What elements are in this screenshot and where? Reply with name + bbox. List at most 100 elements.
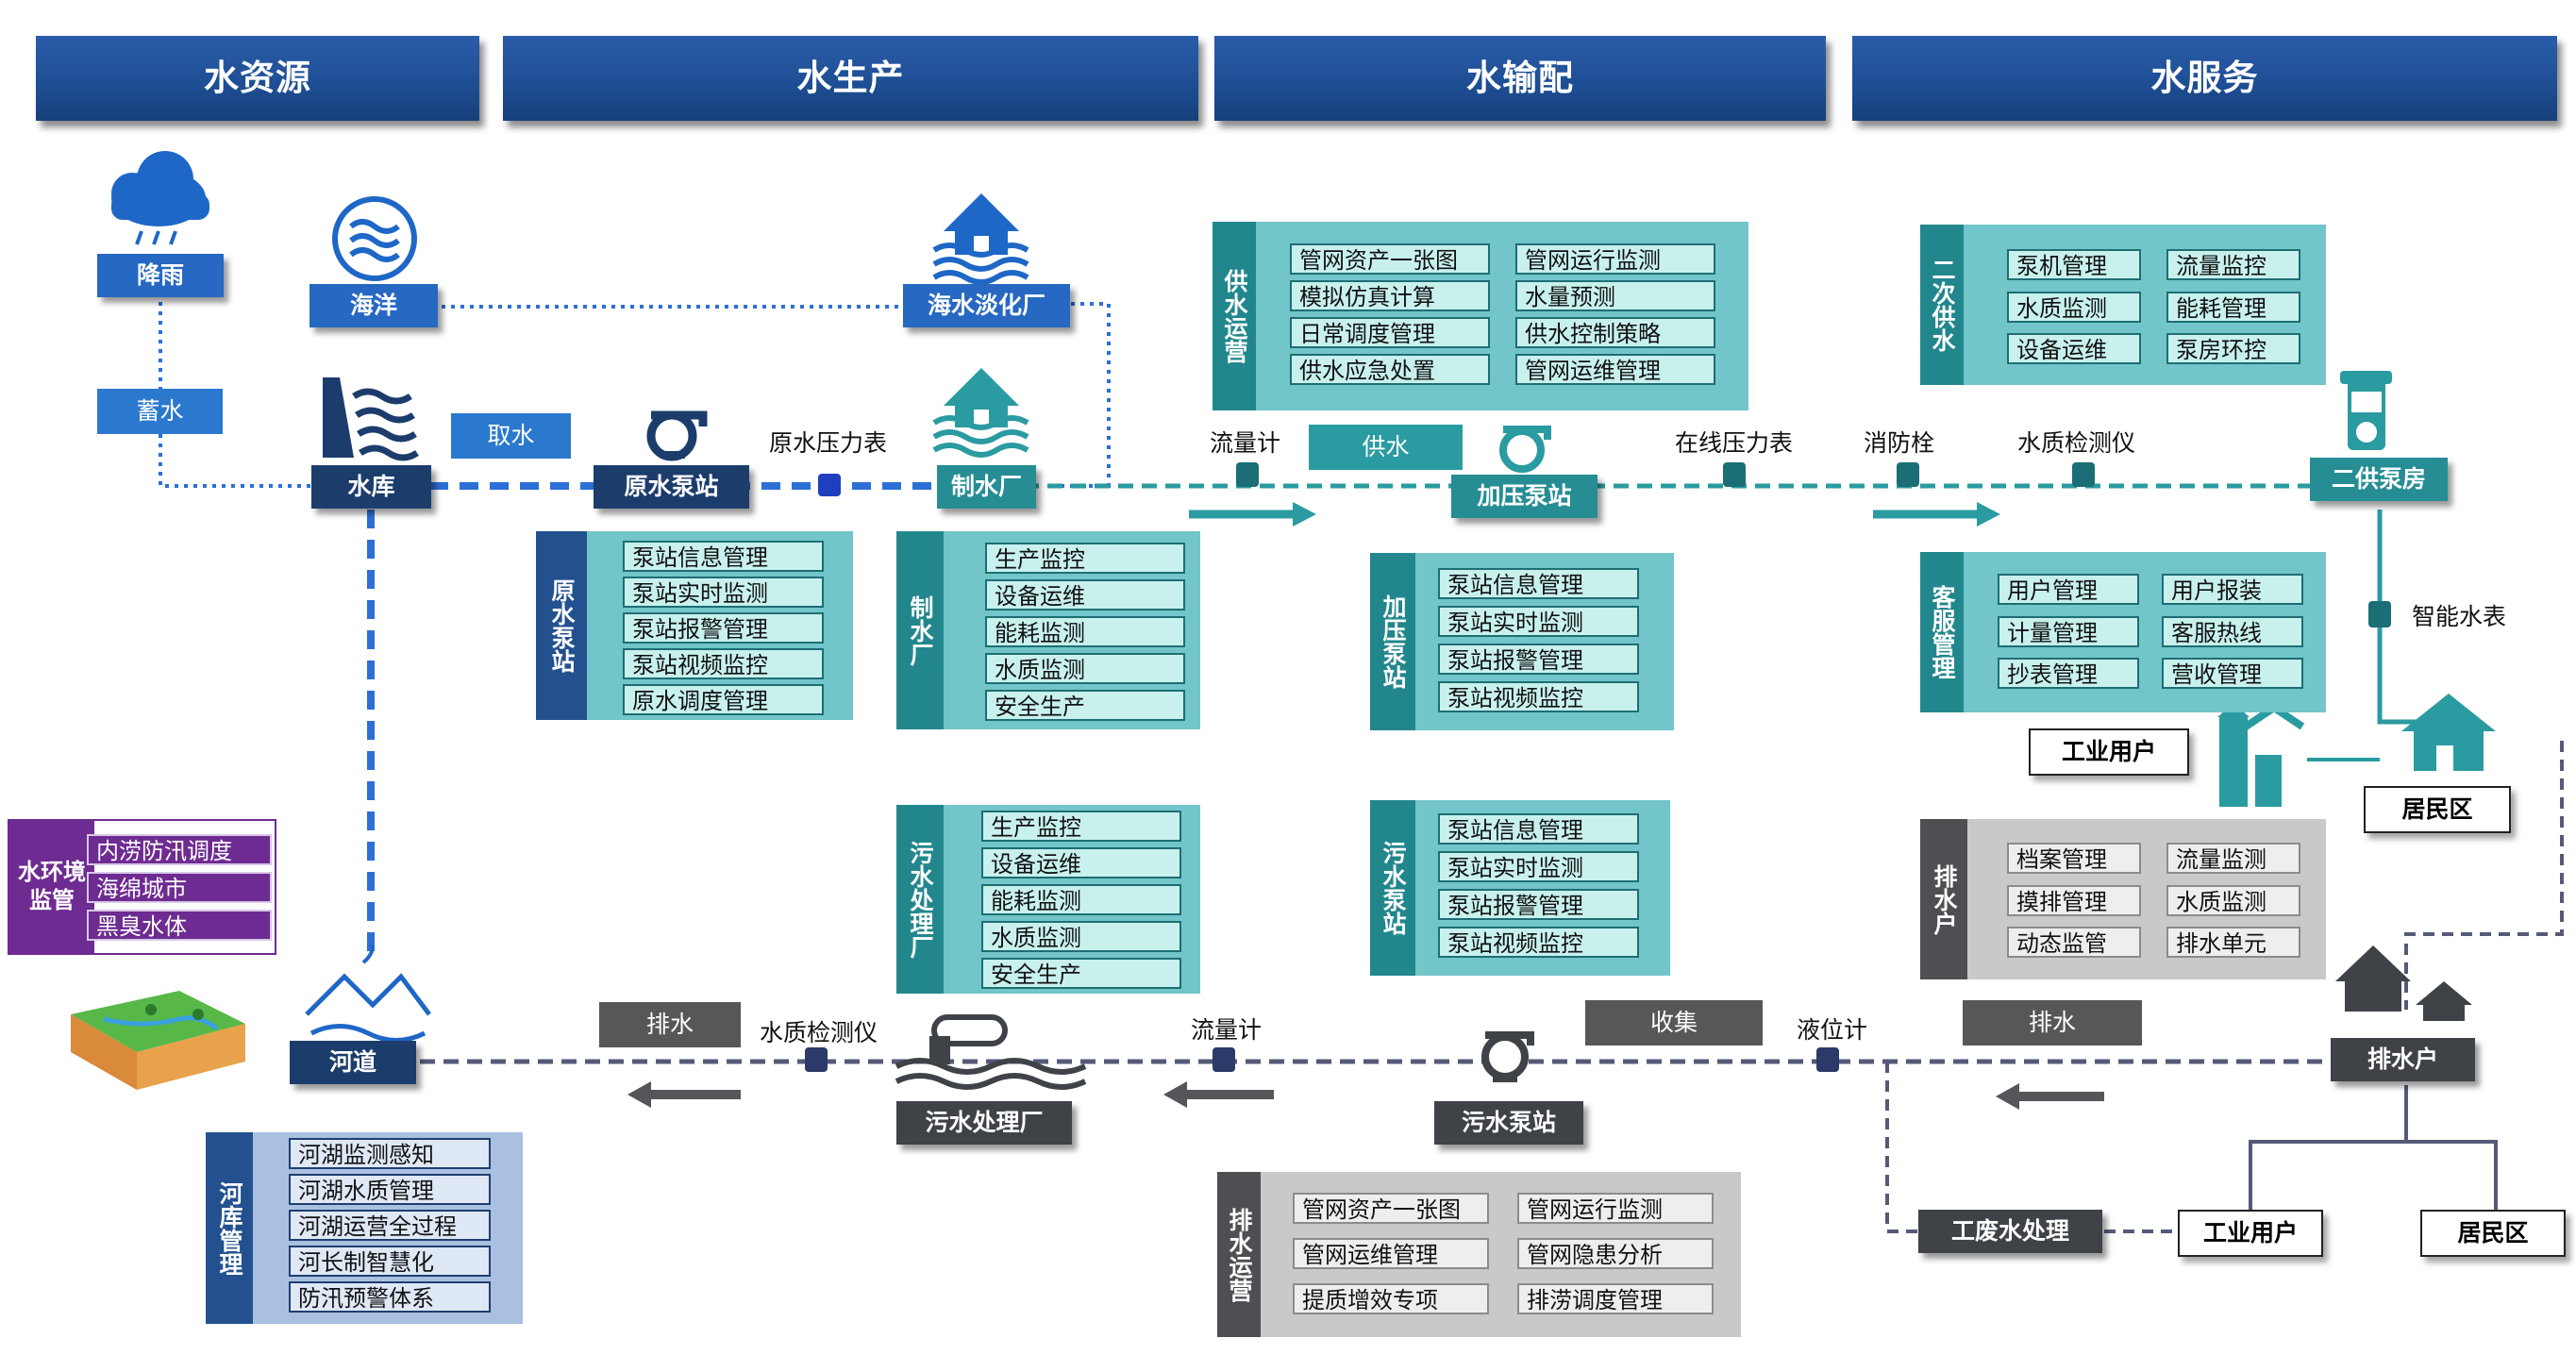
panel-item[interactable]: 水量预测 (1515, 280, 1715, 311)
panel-item[interactable]: 摸排管理 (2007, 885, 2141, 916)
panel-item[interactable]: 水质监测 (2007, 292, 2141, 323)
reservoir-dam-icon (323, 377, 419, 461)
panel-item[interactable]: 管网运维管理 (1515, 354, 1715, 385)
panel-item[interactable]: 管网运行监测 (1517, 1193, 1714, 1224)
rain-cloud-icon (111, 151, 209, 245)
panel-item[interactable]: 安全生产 (985, 690, 1185, 721)
panel-side-title: 污水泵站 (1370, 800, 1415, 976)
node-water-plant[interactable]: 制水厂 (937, 465, 1036, 509)
panel-item[interactable]: 泵站报警管理 (1438, 644, 1639, 675)
panel-item[interactable]: 流量监测 (2166, 843, 2300, 874)
panel-side-title: 供水运营 (1213, 222, 1256, 410)
label-flowmeter-bottom: 流量计 (1191, 1017, 1263, 1044)
panel-item[interactable]: 泵站实时监测 (1438, 851, 1639, 882)
panel-item[interactable]: 抄表管理 (1998, 658, 2139, 689)
node-industrial-waste-treatment[interactable]: 工废水处理 (1918, 1210, 2102, 1253)
panel-item[interactable]: 能耗监测 (981, 884, 1181, 915)
panel-side-title: 制水厂 (896, 531, 944, 729)
panel-item[interactable]: 流量监控 (2166, 249, 2300, 280)
panel-item[interactable]: 档案管理 (2007, 843, 2141, 874)
node-booster-pump-station[interactable]: 加压泵站 (1451, 475, 1597, 518)
panel-item[interactable]: 供水应急处置 (1290, 354, 1490, 385)
panel-item[interactable]: 泵站实时监测 (623, 577, 824, 608)
panel-drainage-household: 排水户 档案管理 流量监测 摸排管理 水质监测 动态监管 排水单元 (1920, 819, 2326, 979)
panel-item[interactable]: 能耗监测 (985, 616, 1185, 647)
panel-item[interactable]: 泵站报警管理 (623, 612, 824, 644)
panel-item[interactable]: 泵机管理 (2007, 249, 2141, 280)
panel-item[interactable]: 水质监测 (981, 921, 1181, 952)
panel-item[interactable]: 内涝防汛调度 (87, 834, 272, 865)
panel-item[interactable]: 泵站信息管理 (1438, 568, 1639, 599)
panel-item[interactable]: 泵站视频监控 (623, 648, 824, 679)
panel-side-title: 原水泵站 (536, 531, 587, 720)
panel-sewage-plant: 污水处理厂 生产监控 设备运维 能耗监测 水质监测 安全生产 (896, 805, 1200, 994)
panel-item[interactable]: 河湖运营全过程 (289, 1210, 491, 1241)
panel-item[interactable]: 泵站信息管理 (1438, 813, 1639, 845)
panel-item[interactable]: 安全生产 (981, 958, 1181, 989)
panel-item[interactable]: 管网运维管理 (1293, 1238, 1489, 1269)
panel-item[interactable]: 设备运维 (2007, 333, 2141, 364)
panel-item[interactable]: 设备运维 (985, 579, 1185, 611)
node-secondary-pump-room[interactable]: 二供泵房 (2310, 458, 2448, 501)
header-water-distribution: 水输配 (1214, 36, 1826, 121)
node-industrial-user[interactable]: 工业用户 (2029, 728, 2189, 776)
panel-item[interactable]: 黑臭水体 (87, 910, 272, 941)
panel-item[interactable]: 河湖水质管理 (289, 1174, 491, 1205)
panel-item[interactable]: 能耗管理 (2166, 292, 2300, 323)
panel-customer-service: 客服管理 用户管理 用户报装 计量管理 客服热线 抄表管理 营收管理 (1920, 552, 2326, 712)
panel-item[interactable]: 河长制智慧化 (289, 1246, 491, 1277)
panel-item[interactable]: 泵站报警管理 (1438, 889, 1639, 920)
panel-item[interactable]: 计量管理 (1998, 616, 2139, 647)
panel-item[interactable]: 用户管理 (1998, 574, 2139, 605)
panel-item[interactable]: 泵站信息管理 (623, 541, 824, 572)
panel-item[interactable]: 供水控制策略 (1515, 317, 1715, 348)
panel-item[interactable]: 设备运维 (981, 847, 1181, 878)
panel-drainage-operations: 排水运营 管网资产一张图 管网运行监测 管网运维管理 管网隐患分析 提质增效专项… (1217, 1172, 1741, 1337)
node-sewage-pump-station[interactable]: 污水泵站 (1434, 1101, 1583, 1145)
node-raw-pump-station[interactable]: 原水泵站 (594, 465, 749, 509)
panel-item[interactable]: 泵站视频监控 (1438, 681, 1639, 712)
node-river[interactable]: 河道 (290, 1041, 416, 1084)
panel-item[interactable]: 海绵城市 (87, 872, 272, 903)
panel-item[interactable]: 泵房环控 (2166, 333, 2300, 364)
panel-item[interactable]: 客服热线 (2162, 616, 2303, 647)
node-desal[interactable]: 海水淡化厂 (903, 284, 1070, 327)
panel-item[interactable]: 动态监管 (2007, 927, 2141, 958)
tag-intake: 取水 (451, 413, 571, 459)
panel-item[interactable]: 管网隐患分析 (1517, 1238, 1714, 1269)
node-ocean[interactable]: 海洋 (309, 284, 438, 327)
panel-item[interactable]: 水质监测 (2166, 885, 2300, 916)
panel-item[interactable]: 提质增效专项 (1293, 1283, 1489, 1314)
node-discharge-household[interactable]: 排水户 (2331, 1038, 2475, 1081)
panel-item[interactable]: 生产监控 (981, 811, 1181, 842)
panel-item[interactable]: 管网资产一张图 (1293, 1193, 1489, 1224)
panel-item[interactable]: 用户报装 (2162, 574, 2303, 605)
node-industrial-user-2[interactable]: 工业用户 (2178, 1210, 2323, 1257)
tag-drain-left: 排水 (599, 1002, 741, 1047)
panel-item[interactable]: 排涝调度管理 (1517, 1283, 1714, 1314)
panel-item[interactable]: 河湖监测感知 (289, 1138, 491, 1169)
panel-item[interactable]: 管网运行监测 (1515, 243, 1715, 275)
panel-item[interactable]: 管网资产一张图 (1290, 243, 1490, 275)
label-flowmeter-top: 流量计 (1210, 430, 1281, 457)
node-sewage-plant[interactable]: 污水处理厂 (896, 1101, 1072, 1145)
node-residential[interactable]: 居民区 (2364, 786, 2511, 833)
label-quality-top: 水质检测仪 (2017, 430, 2136, 457)
panel-item[interactable]: 营收管理 (2162, 658, 2303, 689)
node-rain[interactable]: 降雨 (97, 254, 224, 297)
panel-item[interactable]: 排水单元 (2166, 927, 2300, 958)
tag-collect: 收集 (1585, 1000, 1763, 1046)
plant-house-icon (932, 368, 1029, 458)
panel-item[interactable]: 防汛预警体系 (289, 1281, 491, 1313)
panel-item[interactable]: 日常调度管理 (1290, 317, 1490, 348)
panel-item[interactable]: 生产监控 (985, 543, 1185, 574)
panel-item[interactable]: 模拟仿真计算 (1290, 280, 1490, 311)
panel-item[interactable]: 水质监测 (985, 653, 1185, 684)
header-water-service: 水服务 (1852, 36, 2557, 121)
node-reservoir[interactable]: 水库 (311, 465, 431, 509)
node-residential-2[interactable]: 居民区 (2420, 1210, 2566, 1257)
panel-item[interactable]: 原水调度管理 (623, 684, 824, 715)
panel-item[interactable]: 泵站视频监控 (1438, 927, 1639, 958)
panel-item[interactable]: 泵站实时监测 (1438, 606, 1639, 637)
